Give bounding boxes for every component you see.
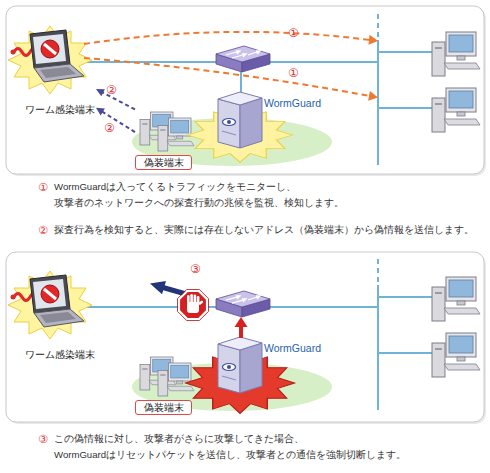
note-text: 探査行為を検知すると、実際には存在しないアドレス（偽装端末）から偽情報を送信しま… [54,222,474,238]
node-label: WormGuard [264,97,321,109]
callout-number: ① [38,179,48,195]
node-label: WormGuard [264,342,321,354]
wormguard-appliance [218,92,262,148]
network-scene [8,259,480,414]
callout-number: ③ [38,431,48,447]
stop-sign [179,291,207,319]
dashed-arrow [96,108,135,132]
arrow-head [368,35,378,45]
wormguard-appliance [218,337,262,393]
hand-symbol [187,294,204,313]
network-scene [8,14,480,166]
arrow-head [96,89,105,96]
wormguard-device: WormGuard [212,335,322,400]
decoy-terminal: 偽装端末 [135,108,197,170]
infected-terminal: ワーム感染端末 [24,30,96,116]
decoy-terminal: 偽装端末 [135,353,197,415]
infected-terminal: ワーム感染端末 [24,275,96,361]
network-scene [8,259,480,411]
callout-number: ② [38,222,48,238]
callout-number: ① [288,26,299,40]
callout-number: ② [104,121,115,135]
arrow-head [150,281,166,294]
callout-number: ① [288,66,299,80]
wormguard-device: WormGuard [212,90,322,155]
stop-sign-rim [178,290,209,321]
note-text: この偽情報に対し、攻撃者がさらに攻撃してきた場合、 WormGuardはリセット… [54,431,434,463]
probe-arrow [84,32,370,44]
note-text: WormGuardは入ってくるトラフィックをモニターし、 攻撃者のネットワークへ… [54,179,354,211]
node-label: ワーム感染端末 [24,348,96,361]
callout-number: ③ [190,262,201,276]
panel-frame [6,252,484,422]
node-label: 偽装端末 [135,400,192,415]
arrow-head [235,317,248,327]
node-label: ワーム感染端末 [24,103,96,116]
panel-frame [6,6,484,174]
callout-number: ② [106,83,117,97]
probe-arrow [84,58,370,96]
arrow-head [96,108,105,116]
arrow-head [368,91,378,101]
node-label: 偽装端末 [135,155,192,170]
